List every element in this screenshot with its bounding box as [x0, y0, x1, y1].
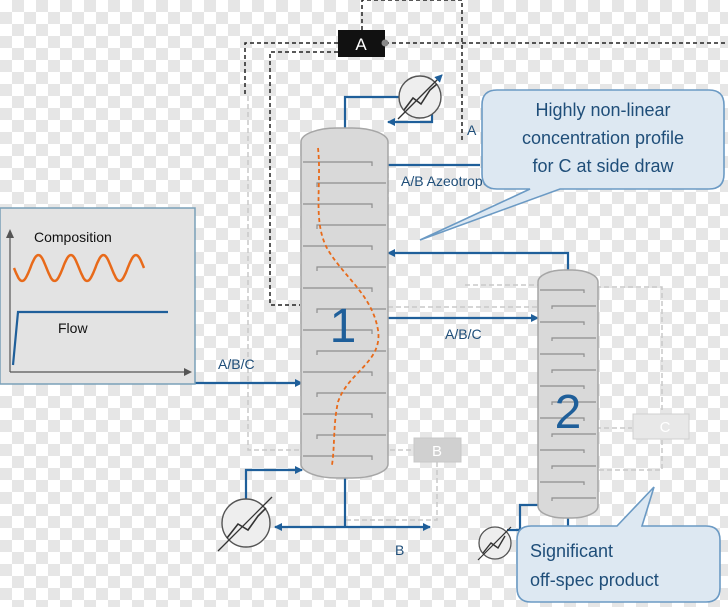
reboiler-vapor-line: [244, 466, 303, 500]
composition-label: Composition: [34, 229, 112, 245]
tray: [551, 401, 596, 405]
svg-text:concentration profile: concentration profile: [522, 128, 684, 148]
tray: [303, 203, 373, 208]
controller-a: A: [338, 30, 389, 57]
tray: [540, 289, 585, 293]
concentration-profile-curve: [317, 147, 380, 466]
callout-nonlinear-profile: Highly non-linear concentration profile …: [419, 89, 725, 241]
analyzer-b-box: B: [413, 437, 462, 463]
composition-wave: [12, 253, 146, 283]
overhead-vapor-line: [343, 95, 400, 140]
tray: [316, 434, 386, 439]
tray: [303, 455, 373, 460]
tray: [540, 353, 585, 357]
side-draw-label: A/B/C: [445, 326, 482, 342]
tray: [316, 350, 386, 355]
tray: [303, 329, 373, 334]
tray: [303, 413, 373, 418]
tray: [303, 371, 373, 376]
tray: [540, 385, 585, 389]
column-1-number: 1: [330, 300, 357, 353]
tray: [316, 266, 386, 271]
column-2-trays: [540, 289, 596, 501]
column-2: 2: [537, 269, 599, 519]
reboiler-2-icon: [477, 526, 512, 561]
column-2-number: 2: [555, 386, 582, 439]
svg-text:for C at side draw: for C at side draw: [532, 156, 674, 176]
tray: [540, 321, 585, 325]
col2-reboiler-line: [507, 503, 540, 532]
tray: [551, 369, 596, 373]
tray: [540, 481, 585, 485]
svg-text:C: C: [660, 419, 671, 436]
callout-offspec-product: Significant off-spec product: [516, 486, 721, 603]
svg-text:off-spec product: off-spec product: [530, 570, 659, 590]
tray: [316, 182, 386, 187]
recycle-line: [387, 249, 570, 270]
analyzer-top-label: A: [467, 122, 477, 138]
inset-composition-flow-plot: Composition Flow: [0, 207, 196, 385]
column-1: 1: [300, 127, 389, 479]
tray: [303, 161, 373, 166]
tray: [316, 392, 386, 397]
condenser-icon: [397, 74, 443, 120]
analyzer-c-box: C: [632, 413, 690, 440]
control-signal-lines: [244, 0, 728, 306]
tray: [551, 433, 596, 437]
svg-text:Significant: Significant: [530, 541, 613, 561]
tray: [551, 305, 596, 309]
svg-text:A: A: [355, 35, 367, 54]
svg-text:Highly non-linear: Highly non-linear: [535, 100, 670, 120]
tray: [551, 337, 596, 341]
feed-label: A/B/C: [218, 356, 255, 372]
column-1-trays: [303, 161, 386, 460]
tray: [316, 224, 386, 229]
tray: [540, 449, 585, 453]
azeotrope-label: A/B Azeotrope: [401, 173, 491, 189]
process-streams: [195, 95, 570, 532]
flow-step-line: [11, 310, 168, 366]
reboiler-1-icon: [217, 496, 273, 552]
tray: [303, 287, 373, 292]
tray: [551, 465, 596, 469]
svg-text:B: B: [432, 443, 442, 460]
tray: [551, 497, 596, 501]
tray: [540, 417, 585, 421]
flow-label: Flow: [58, 320, 88, 336]
bottoms-label: B: [395, 542, 404, 558]
tray: [316, 308, 386, 313]
